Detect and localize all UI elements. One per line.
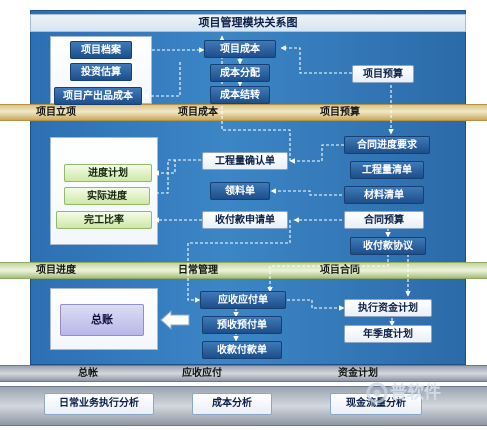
node-collection-payment-sheet[interactable]: 收款付款单 [202, 341, 282, 359]
band-ledger-receivable-capital: 总帐 应收应付 资金计划 [0, 365, 487, 382]
node-advance-receipt-sheet[interactable]: 预收预付单 [202, 316, 282, 334]
section-project-setup: 项目立项 [36, 107, 76, 118]
node-payment-request-sheet[interactable]: 收付款申请单 [202, 211, 288, 229]
band-setup-cost-budget: 项目立项 项目成本 项目预算 [0, 104, 487, 121]
edge-cost-to-output [142, 62, 181, 99]
node-payment-agreement[interactable]: 收付款协议 [350, 237, 426, 255]
node-project-cost[interactable]: 项目成本 [204, 40, 276, 58]
node-progress-plan[interactable]: 进度计划 [64, 164, 152, 182]
edge-agreement-to-receivable [267, 254, 389, 293]
section-project-contract: 项目合同 [320, 265, 360, 276]
edge-material-to-requisition [270, 188, 342, 196]
edge-payment-to-receivable [187, 220, 291, 303]
node-material-list[interactable]: 材料清单 [344, 186, 424, 204]
analysis-cost[interactable]: 成本分析 [192, 393, 272, 415]
arrow-to-ledger-icon [160, 310, 190, 330]
edge-req-to-work-confirm [289, 144, 344, 164]
node-work-quantity-list[interactable]: 工程量清单 [350, 161, 424, 179]
node-contract-budget[interactable]: 合同预算 [344, 211, 424, 229]
node-project-budget[interactable]: 项目预算 [352, 65, 414, 83]
analysis-daily-business[interactable]: 日常业务执行分析 [44, 393, 154, 415]
edge-work-confirm-to-actual [148, 159, 206, 196]
watermark-text: 普软件 [390, 383, 441, 403]
edge-receivable-to-capital [287, 299, 345, 311]
node-investment-estimate[interactable]: 投资估算 [70, 63, 132, 81]
node-receivable-payable-sheet[interactable]: 应收应付单 [200, 291, 286, 309]
edge-work-confirm-to-cost [219, 35, 291, 161]
diagram-title: 项目管理模块关系图 [30, 14, 466, 32]
node-contract-progress-req[interactable]: 合同进度要求 [344, 136, 430, 154]
section-general-ledger: 总帐 [78, 368, 98, 379]
node-project-archive[interactable]: 项目档案 [70, 41, 132, 59]
node-annual-quarterly-plan[interactable]: 年季度计划 [344, 325, 432, 343]
node-cost-carryover[interactable]: 成本结转 [210, 86, 270, 104]
section-project-budget: 项目预算 [320, 107, 360, 118]
edge-budget-to-cost [280, 45, 352, 74]
node-actual-progress[interactable]: 实际进度 [64, 187, 150, 205]
watermark-logo-icon [366, 382, 388, 404]
node-execute-capital-plan[interactable]: 执行资金计划 [344, 299, 432, 317]
edge-work-confirm-to-plan [153, 159, 206, 176]
band-progress-daily-contract: 项目进度 日常管理 项目合同 [0, 262, 487, 279]
section-daily-management: 日常管理 [178, 265, 218, 276]
section-receivable-payable: 应收应付 [182, 368, 222, 379]
node-work-confirm-sheet[interactable]: 工程量确认单 [202, 152, 288, 170]
section-project-cost: 项目成本 [178, 107, 218, 118]
section-project-progress: 项目进度 [36, 265, 76, 276]
section-capital-plan: 资金计划 [338, 368, 378, 379]
node-completion-ratio[interactable]: 完工比率 [56, 211, 152, 229]
node-project-output-cost[interactable]: 项目产出品成本 [54, 87, 142, 105]
node-cost-allocation[interactable]: 成本分配 [210, 64, 270, 82]
node-general-ledger[interactable]: 总账 [60, 304, 144, 336]
node-requisition-sheet[interactable]: 领料单 [210, 182, 270, 200]
